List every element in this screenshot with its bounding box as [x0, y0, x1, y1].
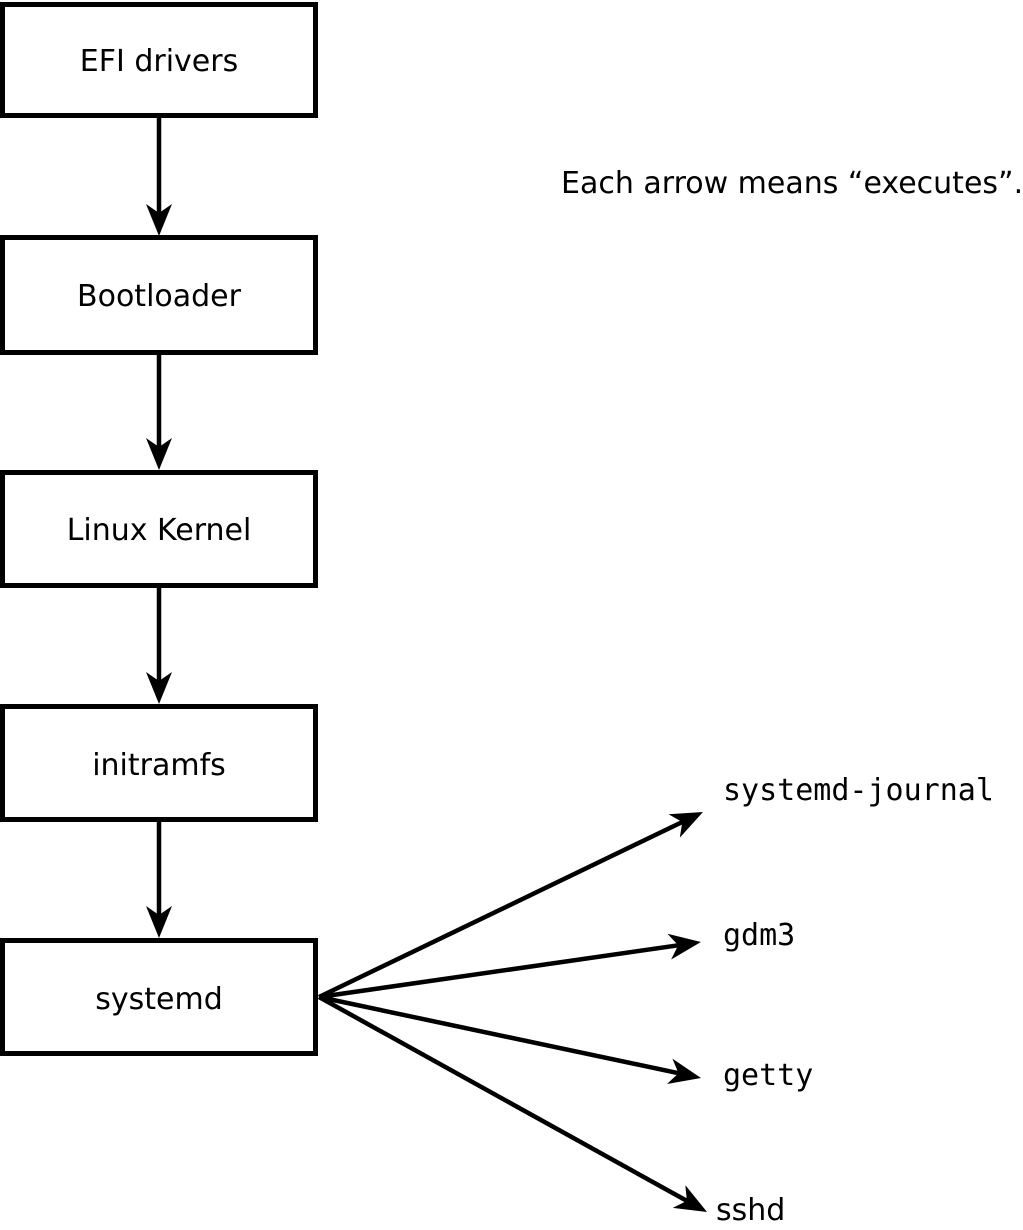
node-bootloader-box — [0, 235, 318, 355]
node-initramfs-box — [0, 704, 318, 822]
arrow-systemd-to-systemd-journal — [318, 812, 704, 1000]
node-linux-kernel-label: Linux Kernel — [67, 513, 252, 548]
node-systemd-box — [0, 938, 318, 1056]
process-label-systemd-journal: systemd-journal — [723, 773, 994, 808]
arrow-systemd-to-getty — [318, 994, 702, 1085]
spawned-process-labels: systemd-journal gdm3 getty sshd — [716, 773, 994, 1228]
node-bootloader-label: Bootloader — [77, 279, 242, 314]
node-systemd-label: systemd — [95, 982, 223, 1017]
process-label-sshd: sshd — [716, 1193, 785, 1228]
arrow-systemd-to-gdm3 — [318, 933, 701, 1000]
process-label-gdm3: gdm3 — [723, 918, 795, 953]
node-efi-drivers: EFI drivers — [0, 2, 318, 118]
node-linux-kernel: Linux Kernel — [0, 470, 318, 588]
systemd-fanout-arrows — [317, 812, 708, 1213]
node-linux-kernel-box — [0, 470, 318, 588]
process-label-getty: getty — [723, 1058, 813, 1093]
arrow-systemd-to-sshd — [317, 995, 708, 1213]
node-bootloader: Bootloader — [0, 235, 318, 355]
node-initramfs-label: initramfs — [92, 748, 226, 783]
annotation-arrow-meaning: Each arrow means “executes”. — [561, 166, 1023, 201]
node-systemd: systemd — [0, 938, 318, 1056]
node-efi-drivers-label: EFI drivers — [80, 44, 238, 79]
node-efi-drivers-box — [0, 2, 318, 118]
node-initramfs: initramfs — [0, 704, 318, 822]
